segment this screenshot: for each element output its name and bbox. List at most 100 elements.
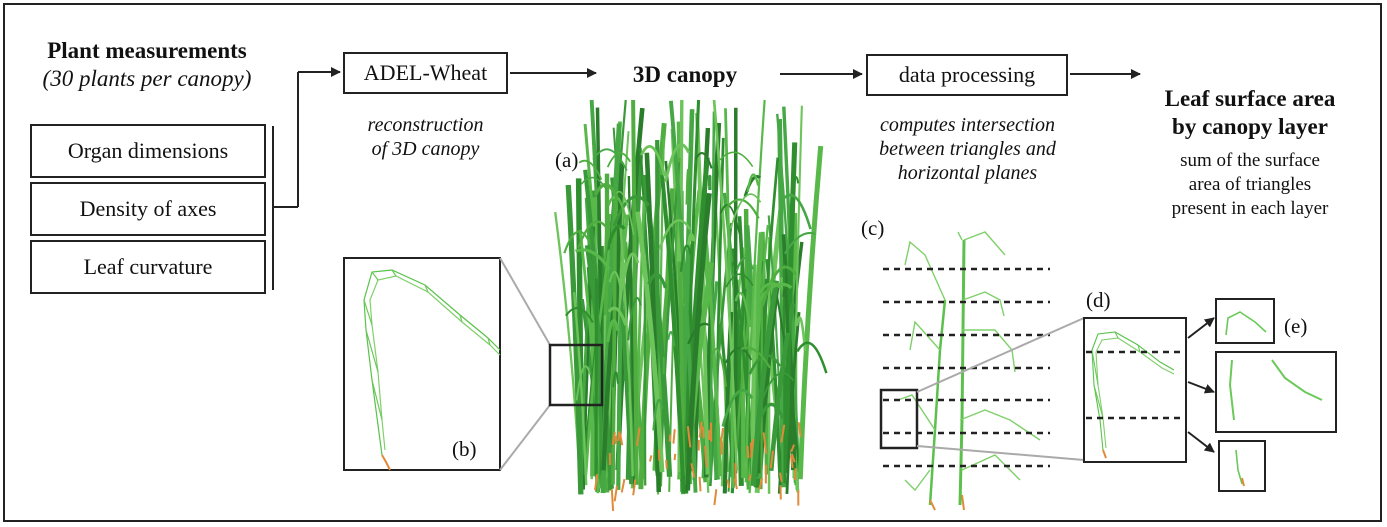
output-note-line1: sum of the surface — [1180, 150, 1320, 171]
canopy-leaf — [640, 145, 667, 177]
canopy-leaf — [658, 219, 692, 250]
panel-label-a: (a) — [555, 148, 579, 172]
zoom-line-d-bottom — [916, 445, 1085, 461]
canopy-stem-base — [789, 455, 794, 468]
canopy-leaf — [796, 341, 828, 374]
canopy-blade — [750, 280, 780, 487]
canopy-stem-base — [779, 472, 783, 483]
canopy-selection-box — [548, 343, 604, 407]
canopy-stem-base — [665, 459, 668, 469]
canopy-stem-base — [790, 444, 795, 453]
plant-illustration — [897, 231, 1041, 511]
canopy-leaf — [612, 371, 619, 388]
canopy-blade — [578, 229, 602, 482]
canopy-blade — [635, 211, 665, 473]
canopy-stem-base — [619, 432, 624, 446]
canopy-leaf — [647, 272, 668, 289]
canopy-leaf — [792, 176, 800, 193]
processing-note-line2: between triangles and — [879, 138, 1056, 160]
adel-wheat-box: ADEL-Wheat — [343, 52, 508, 94]
canopy-blade — [695, 112, 710, 475]
canopy-leaf — [664, 143, 690, 183]
canopy-stem-base — [797, 422, 802, 437]
canopy-leaf — [735, 256, 754, 272]
piece-e-bottom-base — [1241, 477, 1245, 487]
canopy-leaf — [627, 297, 642, 341]
adel-note-line1: reconstruction — [367, 114, 484, 136]
canopy-leaf — [724, 347, 753, 364]
canopy-stem-base — [758, 478, 764, 490]
canopy-blade — [572, 292, 588, 486]
input-subtitle: (30 plants per canopy) — [42, 66, 252, 91]
piece-e-bottom-leaf — [1235, 449, 1243, 485]
canopy-stem-base — [719, 437, 724, 450]
output-title-line1: Leaf surface area — [1164, 86, 1336, 111]
canopy-stem-base — [673, 453, 677, 461]
canopy-stem-base — [690, 463, 696, 478]
canopy-leaf — [565, 307, 594, 323]
canopy-stem-base — [611, 432, 616, 446]
canopy-stem-base — [748, 474, 752, 481]
inset-b-leaf — [363, 269, 501, 471]
canopy-leaf — [719, 204, 741, 234]
canopy-leaf — [606, 319, 620, 343]
arrow-to-e-top — [1187, 317, 1215, 339]
canopy-leaf — [757, 372, 795, 412]
panel-label-e: (e) — [1284, 314, 1308, 338]
canopy-leaf — [779, 193, 812, 230]
piece-e-mid-leaf-right — [1271, 359, 1323, 401]
canopy-leaf — [563, 230, 591, 254]
density-of-axes-box: Density of axes — [30, 182, 266, 236]
canopy-illustration — [554, 99, 828, 512]
canopy-leaf — [612, 195, 650, 227]
canopy-leaf — [578, 159, 603, 180]
canopy-stem-base — [746, 445, 750, 459]
canopy-leaf — [608, 270, 623, 293]
plant-selection-box — [879, 388, 919, 450]
canopy-leaf — [679, 244, 692, 272]
canopy-leaf — [782, 287, 790, 333]
canopy-stem-base — [617, 431, 621, 441]
leaf-curvature-box: Leaf curvature — [30, 240, 266, 294]
canopy-leaf — [743, 175, 762, 198]
input-title: Plant measurements — [47, 38, 247, 63]
canopy-stem-base — [713, 489, 718, 506]
zoom-line-b-bottom — [499, 404, 551, 471]
canopy-leaf — [667, 331, 676, 347]
canopy-leaf — [746, 173, 760, 193]
canopy-blade — [660, 174, 686, 494]
piece-e-mid-leaf-left — [1228, 359, 1235, 421]
piece-e-top-box — [1215, 298, 1275, 344]
canopy-stem-base — [610, 489, 615, 512]
canopy-leaf — [607, 195, 629, 226]
inset-d-leaf — [1091, 331, 1175, 459]
output-note-line3: present in each layer — [1171, 198, 1329, 219]
canopy-leaf — [748, 354, 782, 375]
canopy-leaf — [652, 398, 664, 431]
canopy-stem-base — [672, 429, 676, 444]
canopy-stem-base — [762, 432, 768, 455]
canopy-leaf — [755, 282, 786, 299]
canopy-stem-base — [698, 421, 703, 438]
canopy-leaf — [734, 291, 751, 328]
canopy-stem-base — [704, 445, 708, 468]
canopy-stem-base — [594, 474, 599, 491]
adel-note-line2: of 3D canopy — [371, 138, 480, 160]
outer-frame — [3, 3, 1382, 522]
canopy-leaf — [740, 346, 771, 369]
canopy-stem-base — [780, 424, 786, 443]
processing-note-line3: horizontal planes — [897, 162, 1038, 184]
canopy-stem-base — [726, 479, 731, 488]
panel-label-c: (c) — [861, 216, 885, 240]
canopy-leaf — [760, 265, 798, 307]
canopy-leaf — [614, 200, 619, 216]
canopy-leaf — [729, 193, 762, 229]
canopy-stem-base — [790, 453, 796, 463]
canopy-stem-base — [750, 438, 755, 458]
canopy-leaf — [719, 151, 754, 168]
input-bracket — [272, 72, 299, 290]
horizontal-planes — [883, 267, 1050, 468]
canopy-leaf — [694, 152, 713, 169]
canopy-blade — [684, 99, 701, 478]
